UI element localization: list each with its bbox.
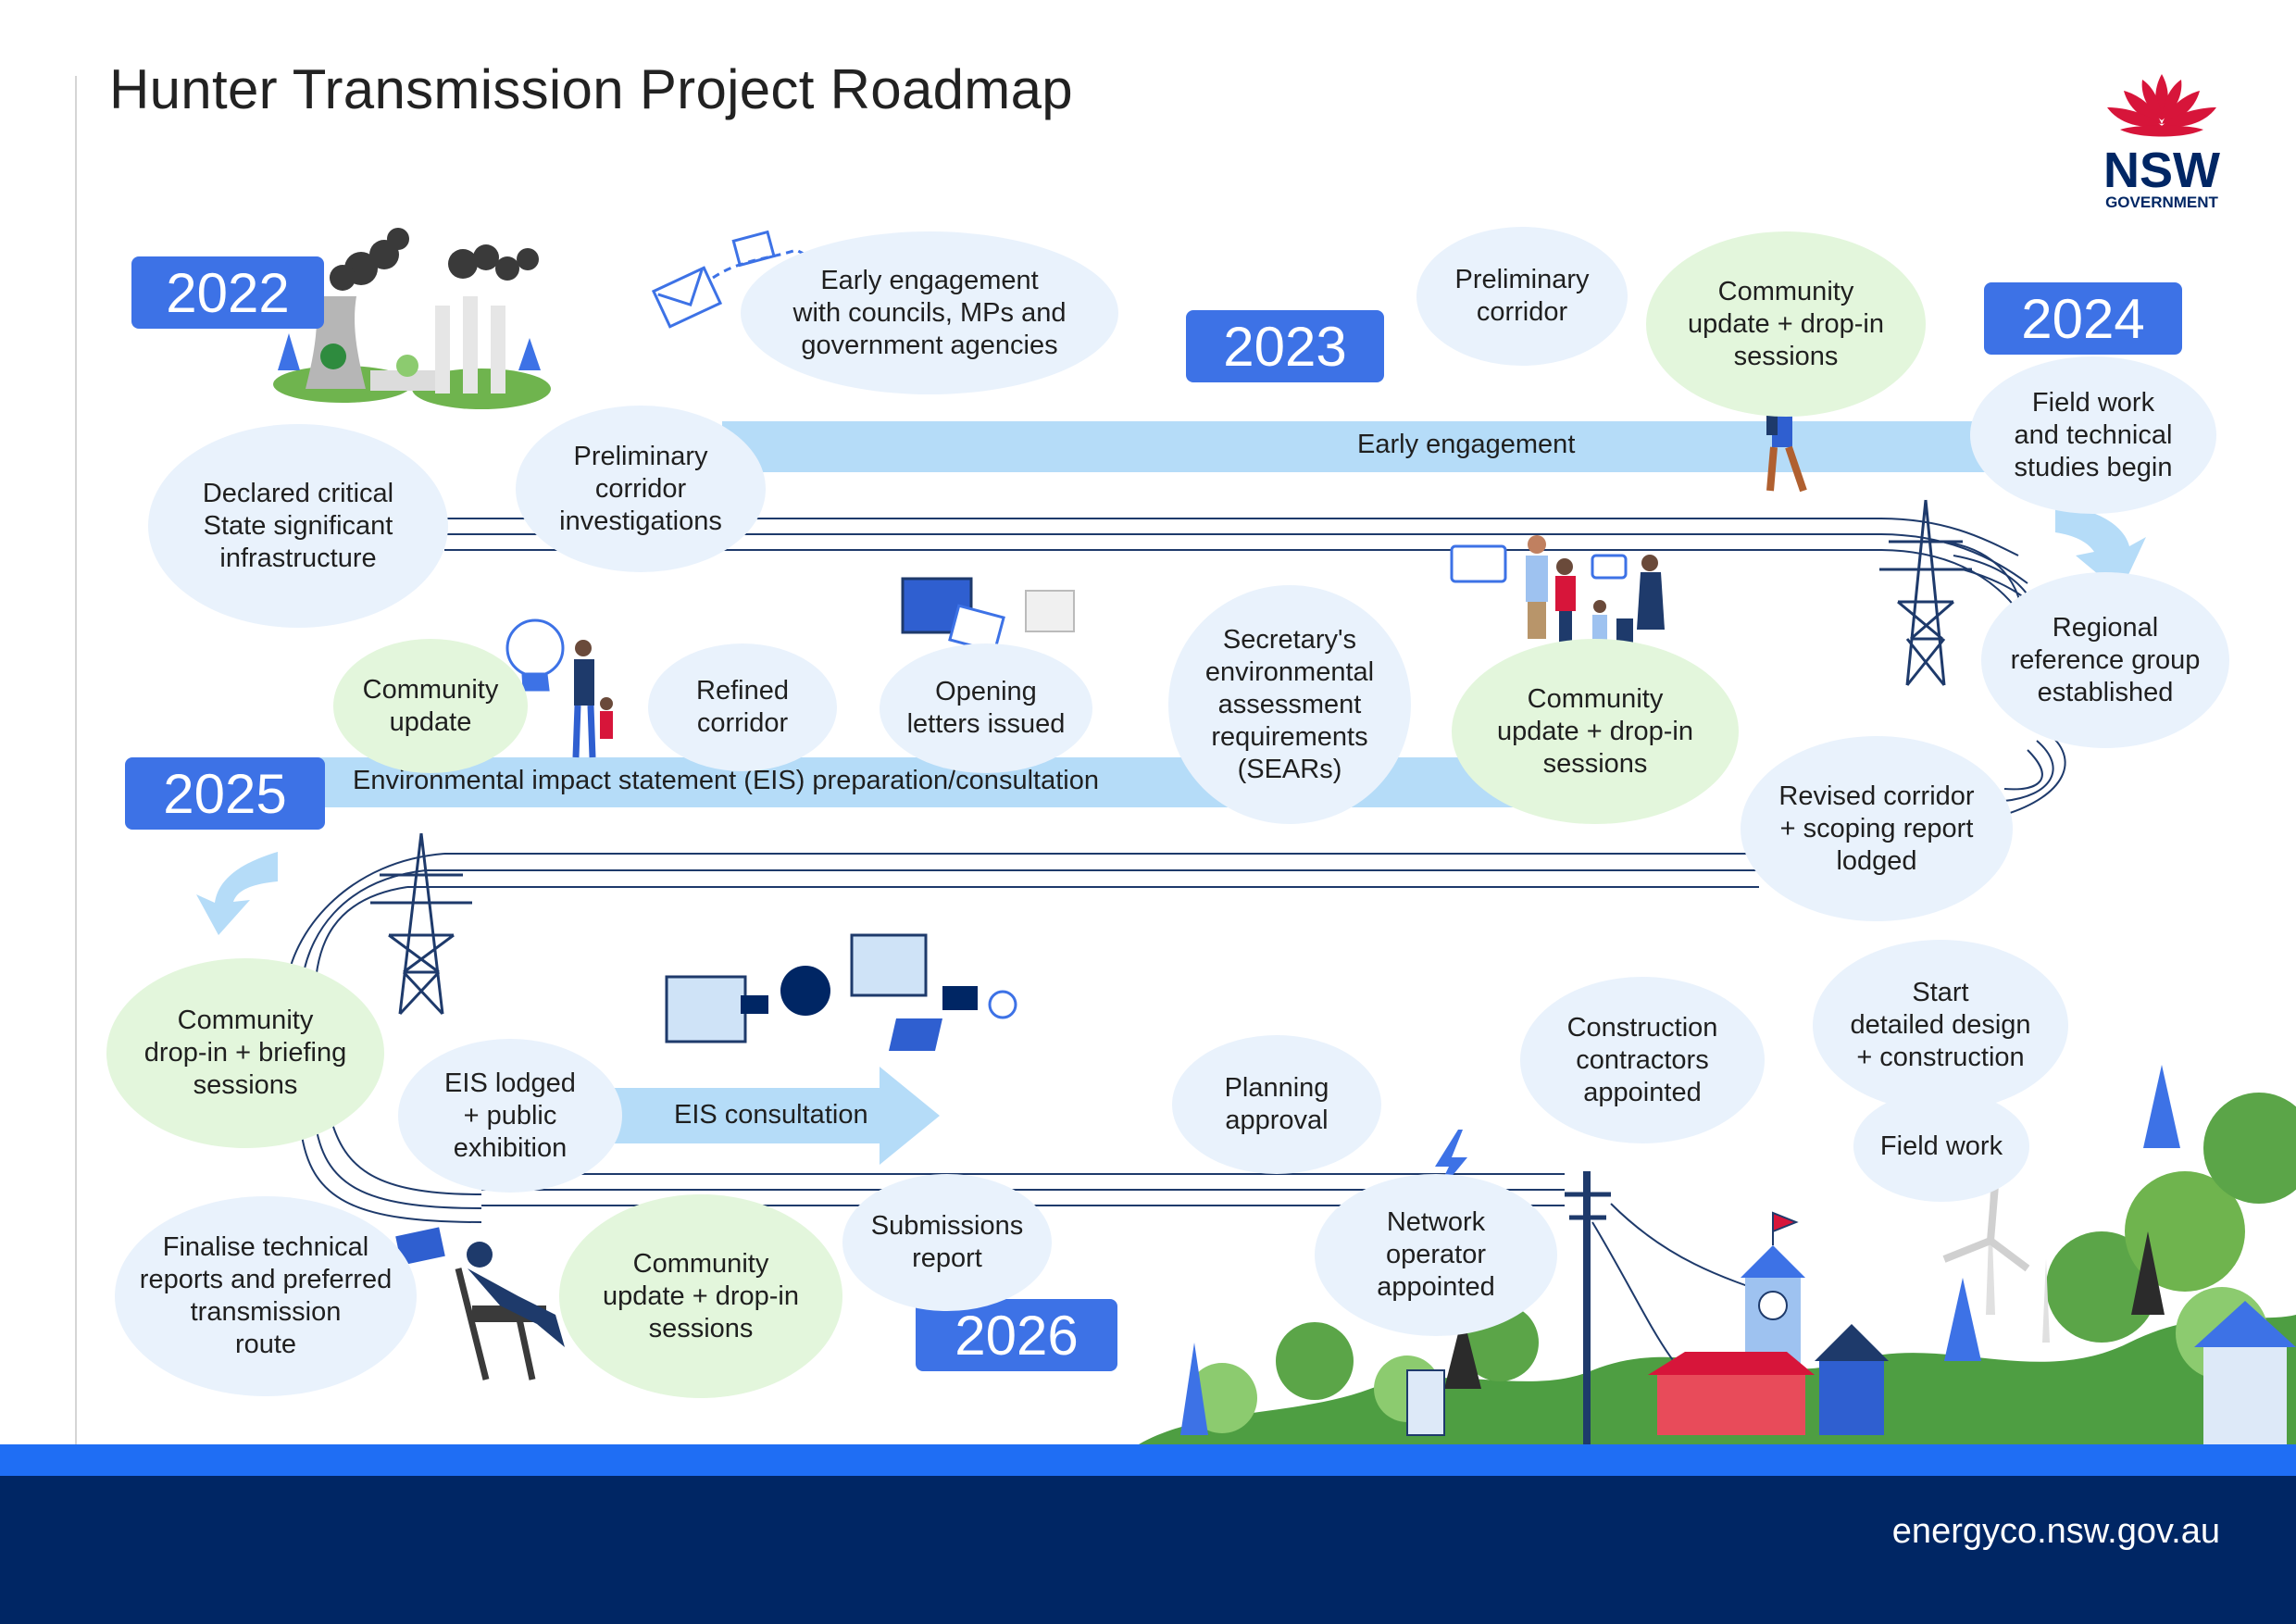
year-badge-2023: 2023 [1186, 310, 1384, 382]
landscape-illustration [1139, 1065, 2296, 1444]
track-lines-row2 [407, 853, 1759, 888]
left-divider [75, 76, 77, 1444]
nsw-logo-text: NSW [2103, 143, 2220, 198]
nsw-government-logo: NSW GOVERNMENT [2103, 74, 2220, 211]
track-lines-row1 [444, 518, 2028, 612]
power-station-illustration [273, 228, 551, 409]
year-badge-2022: 2022 [131, 256, 324, 329]
eis-consultation-arrow [611, 1067, 940, 1165]
parent-child-illustration [572, 640, 613, 758]
pylon-icon [370, 832, 472, 1016]
family-illustration [1450, 535, 1665, 646]
footer-accent-bar [0, 1444, 2296, 1476]
early-engagement-label: Early engagement [1357, 430, 1576, 459]
year-badge-2024: 2024 [1984, 282, 2182, 355]
milestone-field-work: Field work [1853, 1091, 2029, 1202]
nsw-logo-subtext: GOVERNMENT [2105, 194, 2218, 211]
page-title: Hunter Transmission Project Roadmap [109, 58, 1073, 120]
year-badge-2026: 2026 [916, 1299, 1117, 1371]
down-arrow-left [196, 852, 278, 935]
footer-website-link[interactable]: energyco.nsw.gov.au [1891, 1512, 2220, 1551]
early-engagement-band [722, 421, 2028, 472]
video-chat-illustration [665, 933, 1017, 1051]
footer [0, 1476, 2296, 1624]
year-badge-2025: 2025 [125, 757, 325, 830]
video-call-illustration [901, 577, 1075, 654]
envelope-icon [651, 230, 834, 329]
eis-consultation-label: EIS consultation [674, 1100, 868, 1130]
lightbulb-icon [505, 618, 565, 692]
reader-illustration [395, 1227, 565, 1380]
pylon-icon [1879, 499, 1972, 686]
down-arrow-right [2055, 505, 2146, 593]
